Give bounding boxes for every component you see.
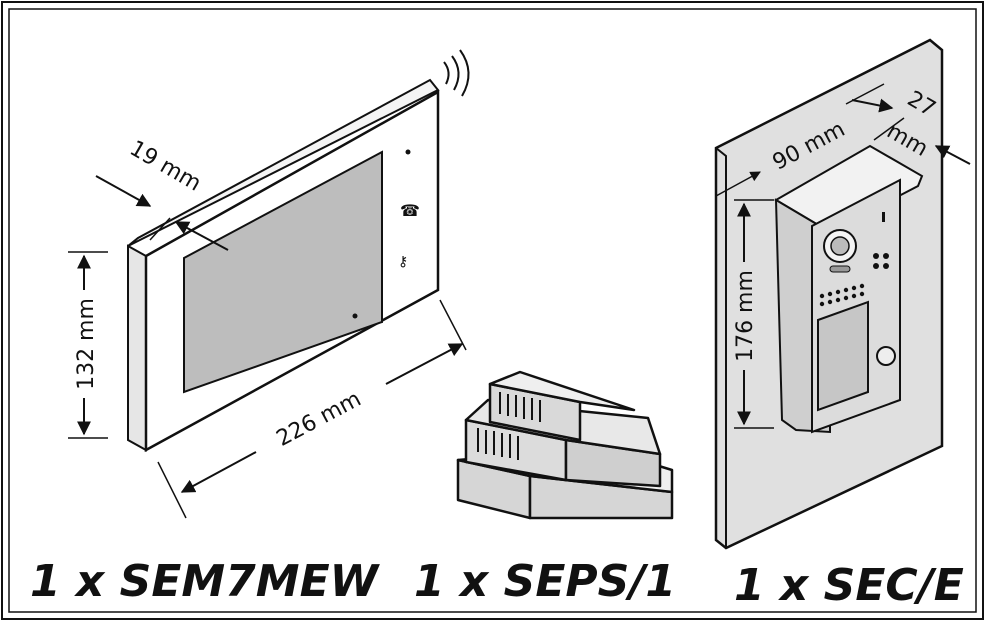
name-tag-window: [817, 300, 869, 412]
monitor-screen: [183, 150, 383, 394]
monitor-height-label: 132 mm: [74, 298, 99, 390]
label-sem7mew: 1 x SEM7MEW: [30, 556, 381, 607]
wifi-icon: [443, 49, 470, 97]
monitor-width-label: 226 mm: [273, 387, 366, 452]
monitor-key-icon: ⚷: [398, 254, 408, 270]
label-seps1: 1 x SEPS/1: [414, 556, 676, 607]
monitor-sem7mew: ☎ ⚷: [127, 49, 470, 453]
monitor-intercom-icon: ☎: [400, 201, 420, 220]
speaker-grille: [819, 283, 865, 307]
door-panel-sece: [714, 38, 944, 550]
monitor-dot-icon: [352, 313, 358, 319]
call-button-icon: [876, 346, 896, 366]
monitor-depth-label: 19 mm: [125, 136, 205, 197]
dimension-height-132: 132 mm: [68, 251, 108, 439]
monitor-led-icon: [405, 149, 411, 155]
power-supply-seps1: [456, 370, 674, 520]
label-sece: 1 x SEC/E: [734, 560, 964, 611]
dimension-height-176: 176 mm: [733, 199, 774, 429]
panel-height-label: 176 mm: [733, 270, 758, 362]
inner-border: [8, 8, 977, 613]
